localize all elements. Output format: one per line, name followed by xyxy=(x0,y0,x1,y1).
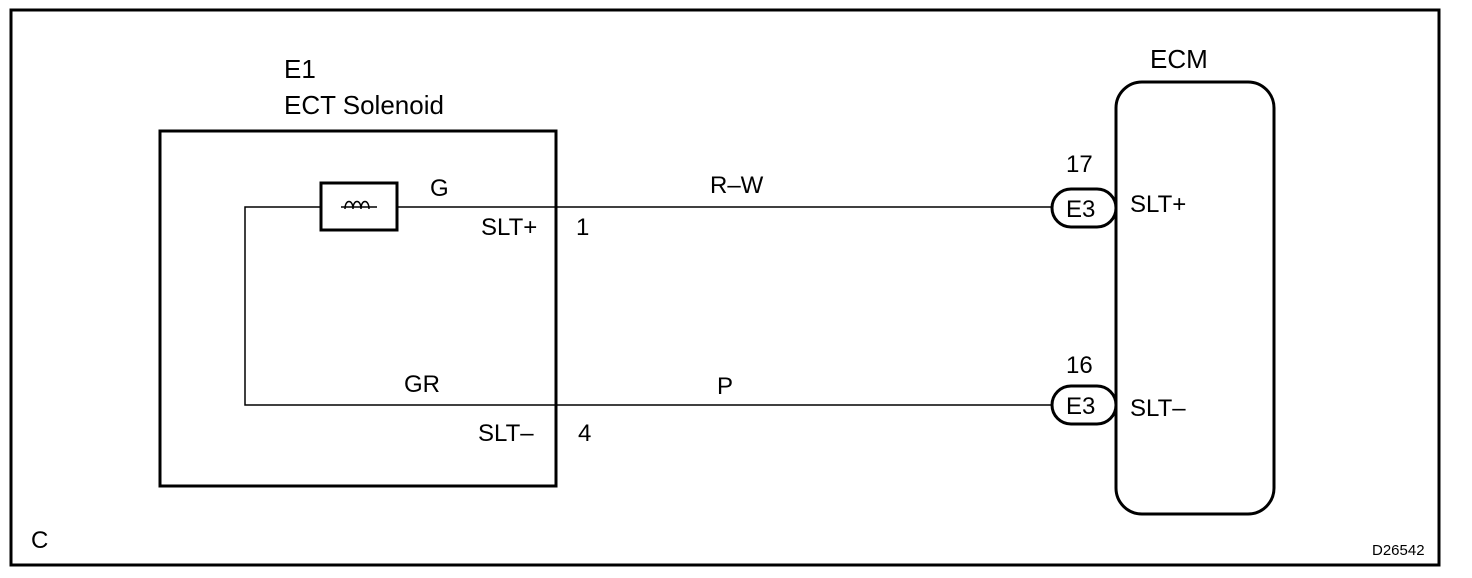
ecm-pin-bottom-number: 16 xyxy=(1066,352,1093,379)
solenoid-connector-id: E1 xyxy=(284,54,316,84)
ecm-title: ECM xyxy=(1150,44,1208,74)
solenoid-pin-bottom-number: 4 xyxy=(578,420,591,447)
ecm-pin-top-number: 17 xyxy=(1066,151,1093,178)
ecm-box xyxy=(1114,80,1276,516)
section-letter: C xyxy=(31,527,48,554)
solenoid-pin-top-number: 1 xyxy=(576,214,589,241)
harness-wire-bottom-color: P xyxy=(717,373,733,400)
solenoid-title: ECT Solenoid xyxy=(284,90,444,120)
ecm-pin-bottom-name: SLT– xyxy=(1130,395,1186,422)
solenoid-pin-bottom-name: SLT– xyxy=(478,420,534,447)
solenoid-box xyxy=(158,129,558,488)
solenoid-pin-top-name: SLT+ xyxy=(481,214,537,241)
harness-wire-top-color: R–W xyxy=(710,172,764,199)
solenoid-wire-top-color: G xyxy=(430,175,449,202)
figure-code: D26542 xyxy=(1372,542,1425,559)
solenoid-wire-bottom-color: GR xyxy=(404,371,440,398)
diagram-frame xyxy=(9,8,1441,567)
ecm-connector-top-id: E3 xyxy=(1066,196,1095,223)
ecm-connector-top xyxy=(1050,187,1118,229)
solenoid-coil-icon xyxy=(319,181,399,232)
ecm-connector-bottom-id: E3 xyxy=(1066,393,1095,420)
ecm-pin-top-name: SLT+ xyxy=(1130,191,1186,218)
ecm-connector-bottom xyxy=(1050,384,1118,426)
solenoid-internal-wire xyxy=(244,206,556,406)
